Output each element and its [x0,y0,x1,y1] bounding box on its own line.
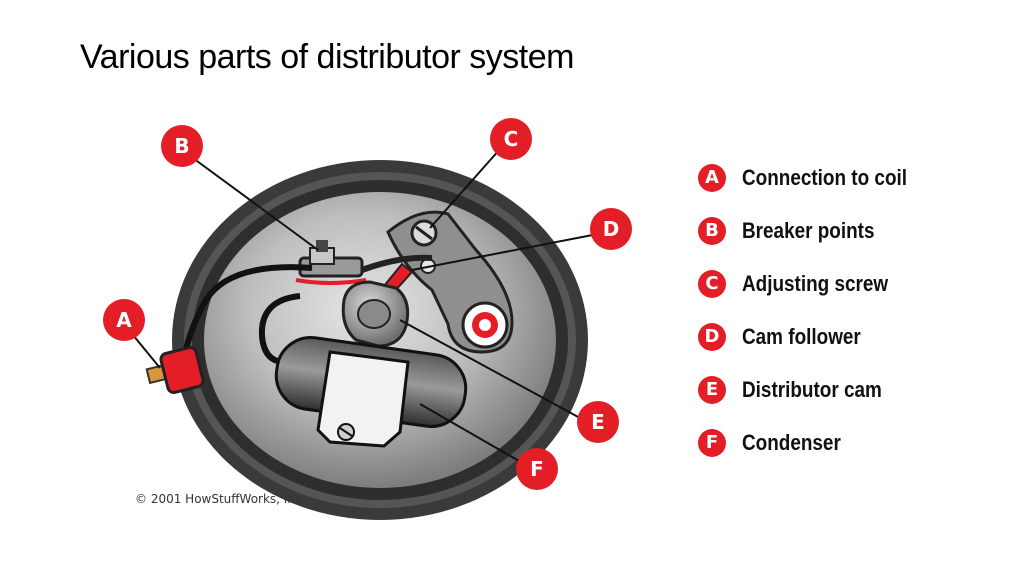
svg-text:B: B [174,134,189,158]
callout-c: C [490,118,532,160]
legend-item-a: A Connection to coil [698,151,998,204]
copyright-notice: © 2001 HowStuffWorks, Inc. [135,492,306,506]
legend-badge: B [698,216,726,245]
legend-label: Connection to coil [742,164,908,190]
condenser [274,336,468,448]
legend-label: Adjusting screw [742,270,889,296]
svg-text:E: E [591,410,605,434]
breaker-points [295,240,433,285]
legend-item-c: C Adjusting screw [698,257,998,310]
callout-f: F [516,448,558,490]
legend-badge: C [698,269,726,298]
callout-e: E [577,401,619,443]
callout-b: B [161,125,203,167]
legend-item-f: F Condenser [698,416,998,469]
legend-label: Breaker points [742,217,875,243]
svg-text:C: C [504,127,519,151]
legend-label: Cam follower [742,323,861,349]
callout-a: A [103,299,145,341]
distributor-cam [341,280,410,348]
parts-legend: A Connection to coil B Breaker points C … [698,151,998,469]
svg-text:F: F [530,457,544,481]
callout-d: D [590,208,632,250]
coil-connection-terminal [145,346,205,394]
legend-badge: A [698,163,726,192]
legend-badge: F [698,428,726,457]
legend-item-d: D Cam follower [698,310,998,363]
legend-badge: D [698,322,726,351]
legend-label: Distributor cam [742,376,882,402]
slide-title: Various parts of distributor system [80,38,574,76]
legend-badge: E [698,375,726,404]
legend-item-e: E Distributor cam [698,363,998,416]
svg-text:D: D [603,217,620,241]
legend-label: Condenser [742,429,841,455]
legend-item-b: B Breaker points [698,204,998,257]
svg-text:A: A [116,308,132,332]
primary-wire [181,264,313,365]
